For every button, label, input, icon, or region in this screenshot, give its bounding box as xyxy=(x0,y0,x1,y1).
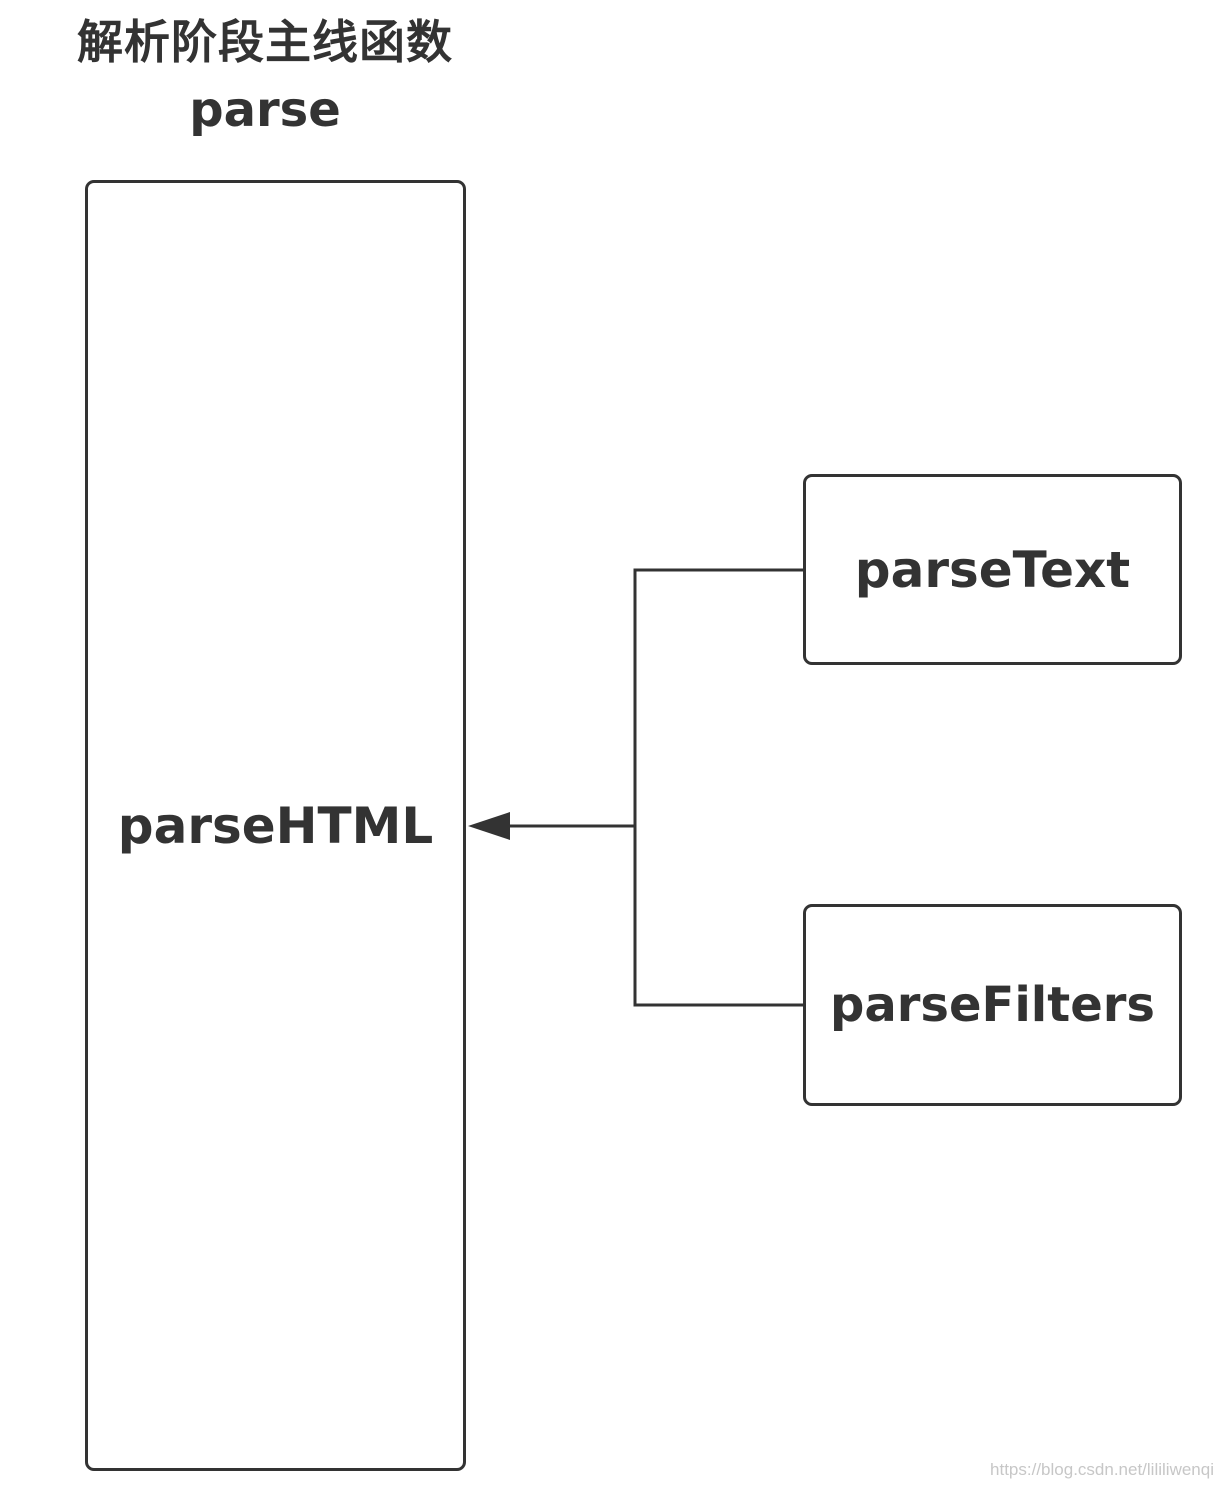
node-parsefilters: parseFilters xyxy=(803,904,1182,1106)
arrowhead-icon xyxy=(468,812,510,840)
node-parsehtml: parseHTML xyxy=(85,180,466,1471)
diagram-subtitle: parse xyxy=(189,82,341,138)
node-parsehtml-label: parseHTML xyxy=(117,796,434,855)
connector-parsetext xyxy=(633,568,803,826)
connector-parsefilters xyxy=(633,826,803,1007)
node-parsetext-label: parseText xyxy=(854,540,1131,599)
node-parsefilters-label: parseFilters xyxy=(830,977,1155,1033)
diagram-title: 解析阶段主线函数 xyxy=(77,15,453,69)
node-parsetext: parseText xyxy=(803,474,1182,665)
watermark: https://blog.csdn.net/lililiwenqi xyxy=(990,1460,1214,1479)
